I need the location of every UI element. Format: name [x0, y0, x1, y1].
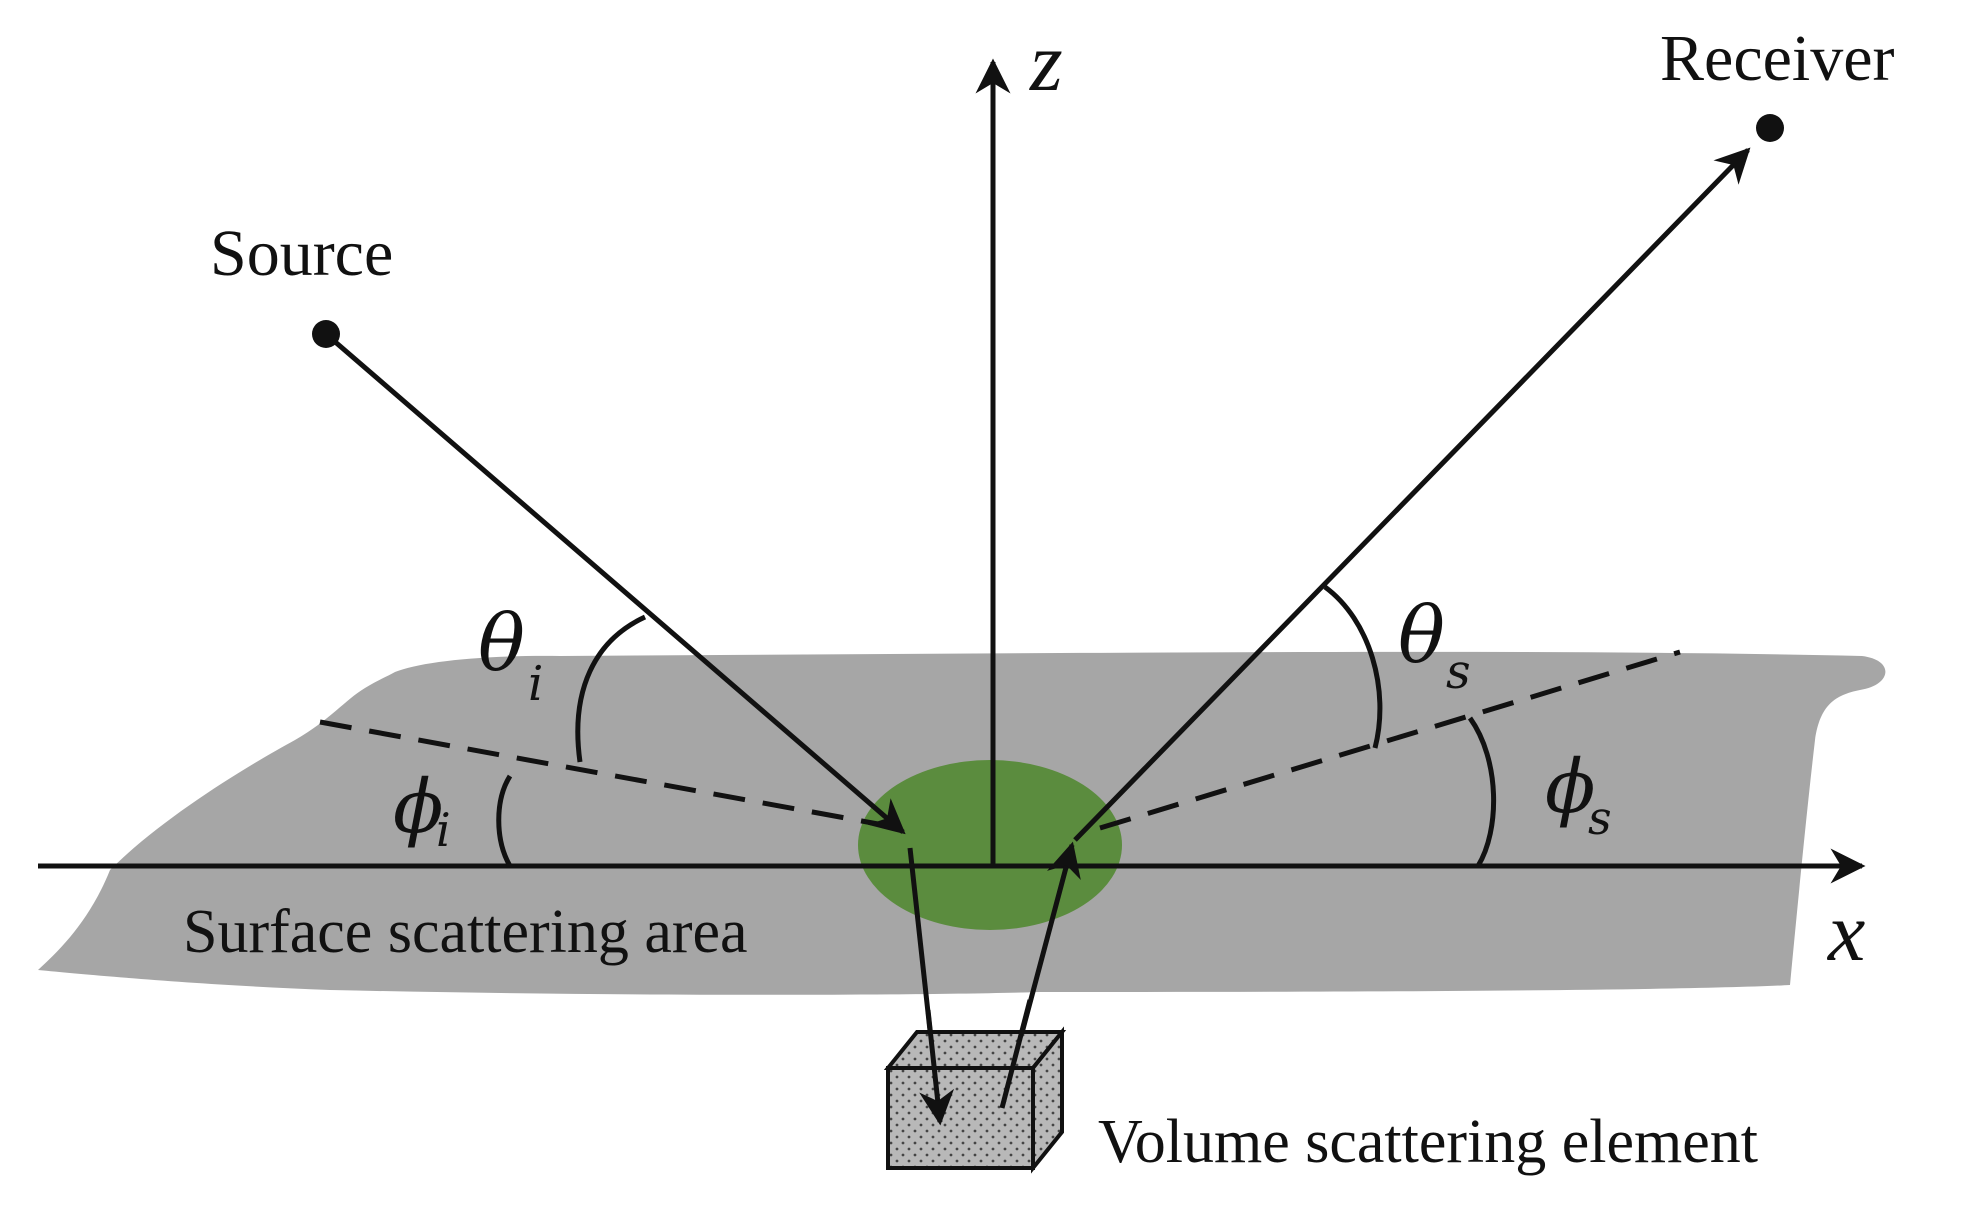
phi-i-subscript: i [436, 803, 451, 857]
theta-s-symbol: θ [1398, 591, 1445, 681]
phi-i-symbol: ϕ [393, 764, 443, 850]
z-axis-label: z [1029, 16, 1063, 109]
receiver-label: Receiver [1660, 22, 1895, 95]
surface-area-label: Surface scattering area [183, 898, 748, 966]
theta-i-symbol: θ [478, 599, 525, 689]
theta-i-arc [575, 614, 647, 763]
phi-s-subscript: s [1588, 791, 1612, 845]
phi-s-arc [1467, 716, 1497, 868]
volume-cube [883, 1026, 1067, 1174]
theta-s-arc [1323, 584, 1383, 749]
phi-i-arc [496, 774, 513, 868]
phi-s-symbol: ϕ [1545, 744, 1595, 830]
theta-s-subscript: s [1446, 644, 1471, 700]
scattering-spot [858, 760, 1122, 930]
receiver-point [1756, 114, 1784, 142]
theta-i-subscript: i [528, 656, 543, 712]
scattered-projection-dashed [1099, 649, 1681, 831]
volume-element-label: Volume scattering element [1098, 1108, 1758, 1176]
volume-down-arrow-overlay [919, 1009, 955, 1126]
x-axis-label: x [1826, 886, 1865, 979]
scattered-ray [1073, 147, 1751, 842]
source-point [312, 320, 340, 348]
source-label: Source [210, 217, 393, 290]
incident-ray [324, 332, 906, 835]
volume-up-arrow-overlay [999, 999, 1033, 1109]
